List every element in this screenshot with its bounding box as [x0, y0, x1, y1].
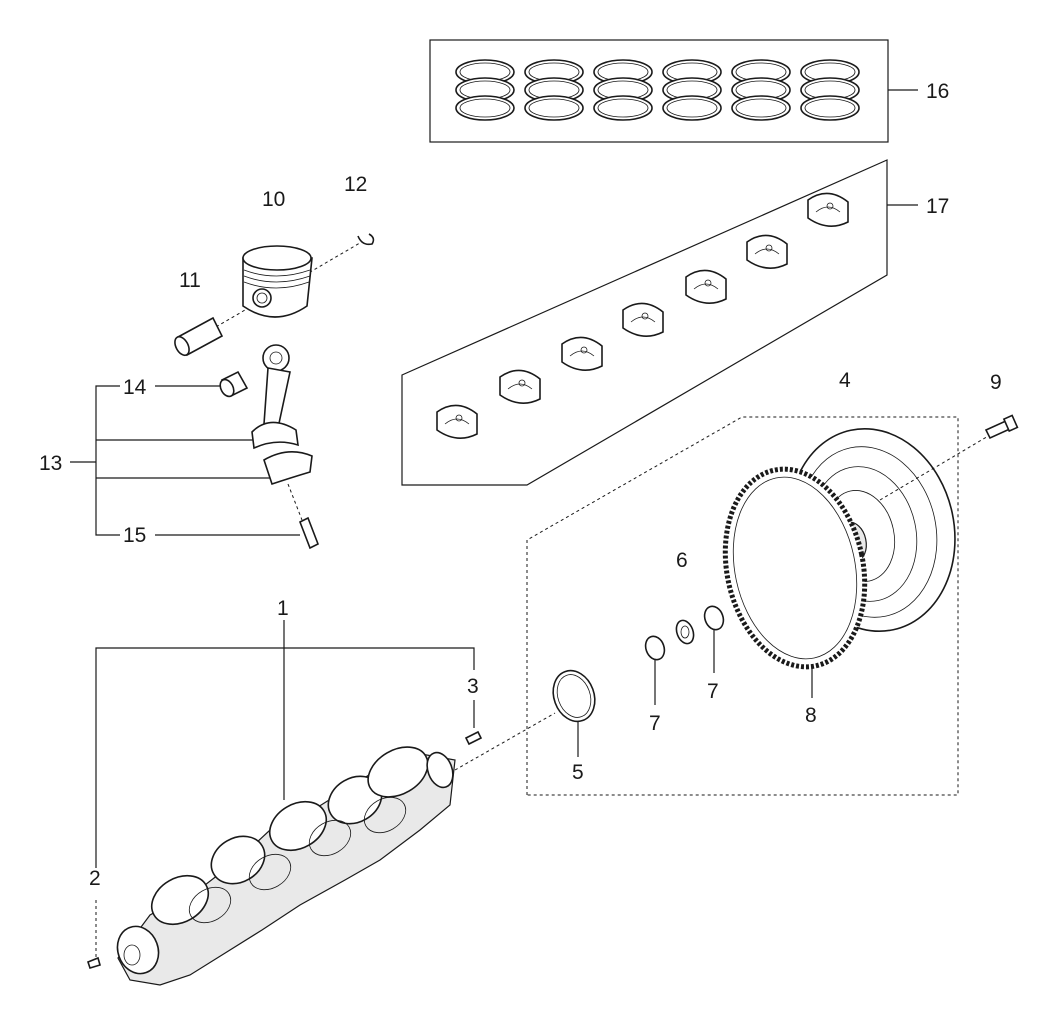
piston-ring [455, 95, 515, 121]
connecting-rod [251, 344, 313, 486]
piston-ring-inner [459, 98, 511, 118]
ring-gear [722, 466, 868, 670]
snap-ring-right [703, 605, 725, 631]
piston-ring-set [429, 39, 918, 143]
callout-8: 8 [805, 704, 817, 727]
bearing-shell [685, 269, 727, 304]
bearing-shell [746, 234, 788, 269]
callout-7-left: 7 [649, 712, 661, 735]
callout-14: 14 [123, 376, 147, 399]
pilot-bearing [675, 619, 695, 645]
callout-12: 12 [344, 173, 367, 196]
piston-ring-inner [528, 98, 580, 118]
crankshaft-assembly [87, 620, 483, 986]
bearing-shell [807, 192, 849, 227]
dowel-pin [464, 730, 483, 746]
piston-ring-inner [597, 98, 649, 118]
bearing-shell [622, 302, 664, 337]
main-bearing-set [401, 159, 918, 486]
crankshaft [116, 746, 456, 986]
circlip [357, 233, 375, 246]
piston-ring [662, 95, 722, 121]
callout-6: 6 [676, 549, 688, 572]
rod-bolt [287, 483, 320, 550]
piston-pin [174, 316, 224, 357]
seal-ring [552, 669, 596, 723]
callout-2: 2 [89, 867, 101, 890]
piston-ring-inner [804, 98, 856, 118]
small-end-bushing [219, 370, 249, 398]
callout-5: 5 [572, 761, 584, 784]
piston-ring-inner [666, 98, 718, 118]
piston-ring [524, 95, 584, 121]
snap-ring-left [644, 635, 666, 661]
callout-9: 9 [990, 371, 1002, 394]
piston [242, 245, 313, 318]
piston-assembly [174, 233, 375, 357]
callout-7-right: 7 [707, 680, 719, 703]
flywheel-group [526, 416, 959, 796]
callout-10: 10 [262, 188, 285, 211]
callout-1: 1 [277, 597, 289, 620]
callout-16: 16 [926, 80, 949, 103]
piston-ring [800, 95, 860, 121]
piston-ring-inner [735, 98, 787, 118]
callout-11: 11 [179, 269, 201, 292]
bearing-shell [499, 369, 541, 404]
callout-3: 3 [467, 675, 479, 698]
callout-13: 13 [39, 452, 62, 475]
bearing-shell [436, 404, 478, 439]
woodruff-key [87, 956, 101, 969]
callout-4: 4 [839, 369, 851, 392]
flywheel-bolt [984, 414, 1019, 440]
piston-ring [731, 95, 791, 121]
callout-15: 15 [123, 524, 146, 547]
piston-ring [593, 95, 653, 121]
bearing-shell [561, 336, 603, 371]
callout-17: 17 [926, 195, 949, 218]
connecting-rod-assembly [70, 344, 320, 550]
